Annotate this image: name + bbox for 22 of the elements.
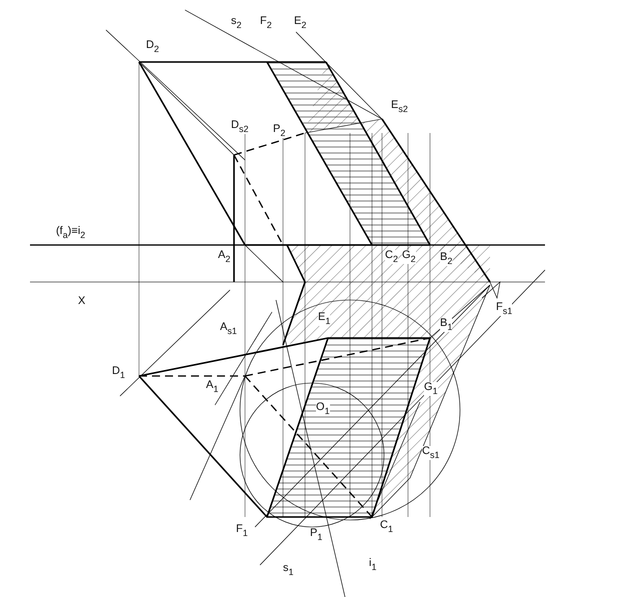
- point-label: D$_{2}$: [146, 40, 159, 54]
- point-label: G$_{1}$: [424, 382, 438, 396]
- point-label: F$_{2}$: [260, 16, 272, 30]
- point-label: s$_{1}$: [283, 563, 294, 577]
- point-label: C$_{1}$: [380, 520, 393, 534]
- point-label: D$_{1}$: [112, 366, 125, 380]
- point-label: G$_{2}$: [402, 250, 416, 264]
- point-label: A$_{2}$: [218, 250, 230, 264]
- point-label: P$_{2}$: [273, 124, 286, 138]
- point-label: s$_{2}$: [231, 16, 242, 30]
- point-label: F$_{1}$: [236, 524, 248, 538]
- point-label: E$_{2}$: [294, 16, 306, 30]
- point-label: P$_{1}$: [310, 528, 322, 542]
- point-label: A$_{1}$: [206, 380, 218, 394]
- point-label: C$_{2}$: [385, 250, 398, 264]
- point-label: B$_{1}$: [440, 318, 452, 332]
- point-label: E$_{1}$: [318, 312, 330, 326]
- point-label: B$_{2}$: [440, 252, 452, 266]
- point-label: X: [78, 296, 86, 307]
- point-label: O$_{1}$: [316, 402, 330, 416]
- point-label: (f$_{a}$)≡i$_{2}$: [56, 226, 86, 240]
- point-label: i$_{1}$: [369, 558, 376, 572]
